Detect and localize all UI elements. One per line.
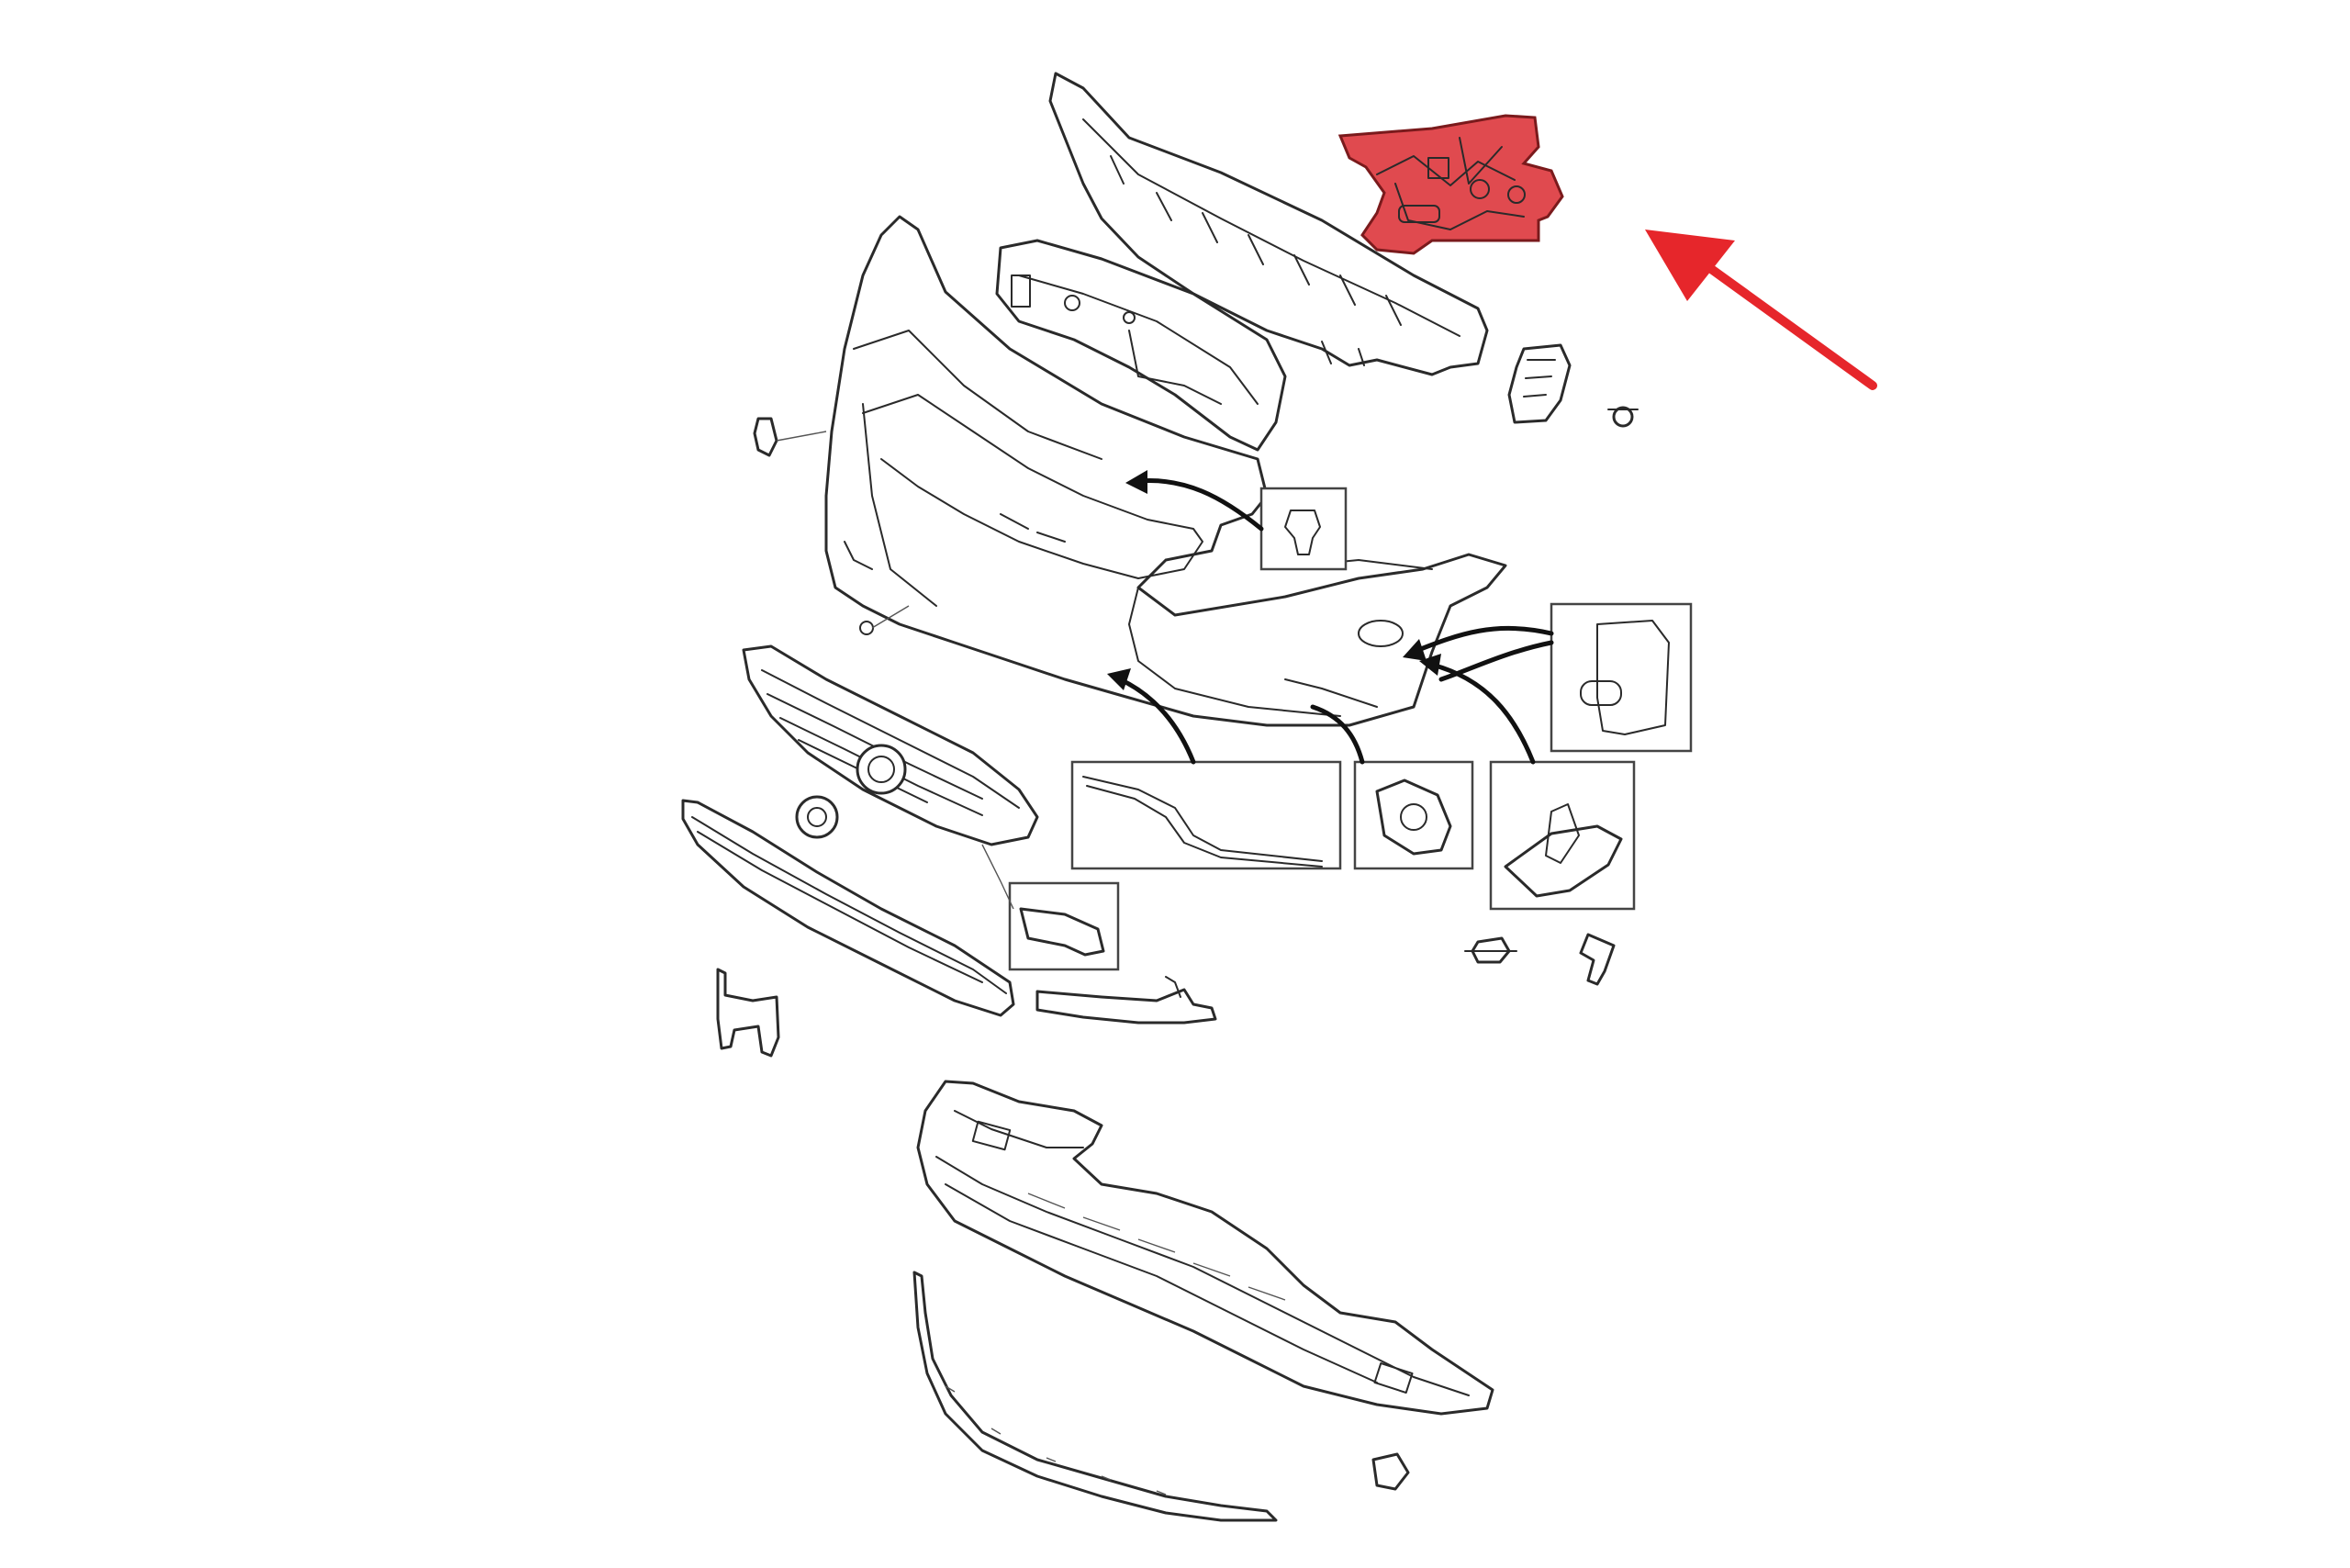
license-mount-plate[interactable] (716, 968, 780, 1058)
inset-bracket-clip (981, 844, 1120, 971)
headlamp-support-frame[interactable] (995, 239, 1287, 452)
leader-arrows (1107, 470, 1554, 765)
skid-plate[interactable] (916, 1080, 1494, 1416)
bumper-cover[interactable] (824, 215, 1507, 727)
inset-sensor-bracket (1489, 760, 1636, 911)
lower-clip[interactable] (859, 605, 910, 635)
retainer-clip-2[interactable] (1579, 933, 1616, 986)
bracket-screw-icon (1607, 406, 1639, 428)
retainer-clip-1[interactable] (1464, 936, 1517, 964)
bumper-mounting-bracket-right[interactable] (1337, 114, 1564, 255)
front-grille[interactable] (742, 644, 1039, 846)
grille-emblem[interactable] (795, 795, 839, 839)
inset-clip (1259, 487, 1348, 571)
inset-molding (1070, 760, 1342, 870)
side-guide-bracket[interactable] (1507, 343, 1572, 424)
side-clip-left[interactable] (753, 417, 827, 457)
lower-grille[interactable] (681, 799, 1015, 1017)
fog-lamp-trim-strip[interactable] (1035, 976, 1217, 1025)
access-cap[interactable] (1371, 1452, 1410, 1491)
upper-reinforcement-beam[interactable] (1048, 72, 1489, 376)
inset-fog-lamp (1353, 760, 1474, 870)
inset-sensor-cover (1550, 602, 1693, 753)
lower-trim-strip[interactable] (912, 1271, 1278, 1522)
highlight-arrow (1645, 230, 1877, 390)
